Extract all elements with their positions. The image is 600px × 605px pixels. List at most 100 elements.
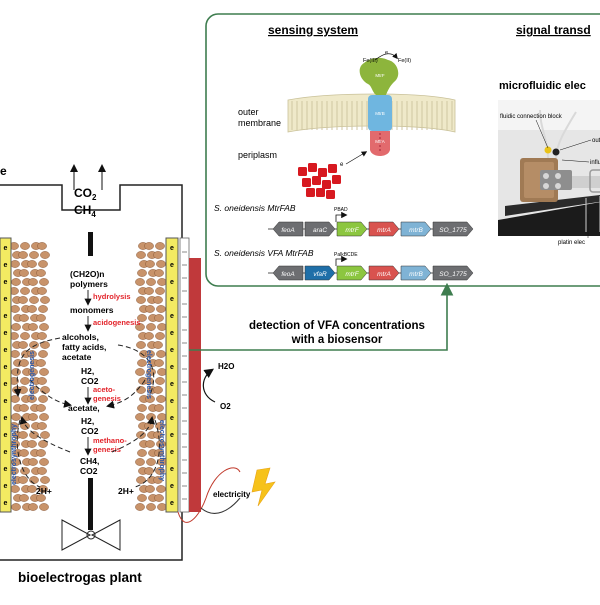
- electricity-label: electricity: [213, 490, 251, 499]
- electrode-electron-label: e: [4, 330, 8, 337]
- electrode-electron-label: e: [170, 262, 174, 269]
- sensing-title: sensing system: [268, 23, 358, 37]
- electrode-electron-label: e: [170, 347, 174, 354]
- biofilm-cell: [145, 260, 155, 268]
- biofilm-cell: [156, 485, 166, 493]
- electrode-electron-label: e: [170, 466, 174, 473]
- mtrb-label: MtrB: [375, 111, 385, 116]
- biofilm-cell: [153, 251, 163, 259]
- electrode-electron-label: e: [170, 483, 174, 490]
- biofilm-cell: [18, 386, 28, 394]
- biofilm-cell: [27, 440, 37, 448]
- fe2-label: Fe(II): [398, 58, 411, 64]
- electrode-electron-label: e: [170, 296, 174, 303]
- electrogenesis-label-left: electrogenesis: [29, 351, 36, 400]
- cytochrome-cell: [306, 188, 315, 197]
- device-title: microfluidic elec: [499, 80, 586, 92]
- biofilm-cell: [11, 368, 21, 376]
- biofilm-cell: [38, 350, 48, 358]
- biofilm-cell: [36, 449, 46, 457]
- promoter-arrow: [335, 211, 348, 222]
- electron-transfer-arrow: [345, 151, 368, 165]
- biofilm-cell: [36, 494, 46, 502]
- biofilm-cell: [155, 332, 165, 340]
- cytochrome-cell: [326, 190, 335, 199]
- biosensor-frame: [205, 13, 600, 287]
- biofilm-cell: [137, 269, 147, 277]
- biofilm-cell: [39, 503, 49, 511]
- biofilm-cell: [156, 305, 166, 313]
- biofilm-cell: [155, 377, 165, 385]
- gas-co2: CO2: [74, 186, 97, 202]
- electrode-electron-label: e: [170, 381, 174, 388]
- polymers-formula: (CH2O)n: [70, 269, 104, 279]
- biofilm-cell: [27, 305, 37, 313]
- biofilm-cell: [27, 350, 37, 358]
- biofilm-cell: [39, 368, 49, 376]
- biofilm-cell: [37, 422, 47, 430]
- biofilm-cell: [137, 404, 147, 412]
- mtr-complex: [359, 57, 399, 156]
- periplasm-electron: e: [340, 162, 344, 168]
- h2o-label: H2O: [218, 362, 234, 371]
- electrode-electron-label: e: [4, 279, 8, 286]
- fe3-label: Fe(III): [363, 58, 378, 64]
- biofilm-cell: [10, 395, 20, 403]
- gene-mtrF: [336, 221, 368, 237]
- biofilm-cell: [154, 269, 164, 277]
- electrode-electron-label: e: [170, 364, 174, 371]
- gene-araC: [304, 221, 336, 237]
- construct-1-promoter: PBAD: [334, 207, 348, 213]
- biofilm-cell: [36, 269, 46, 277]
- stirrer-shaft-top: [88, 232, 93, 256]
- mtrb-protein: [368, 95, 392, 131]
- electrode-electron-label: e: [4, 381, 8, 388]
- electrogenesis-label-right: electrogenesis: [145, 350, 152, 399]
- electrode-electron-label: e: [4, 466, 8, 473]
- biofilm-cell: [39, 323, 49, 331]
- biofilm-cell: [155, 467, 165, 475]
- polymers-label: polymers: [70, 279, 108, 289]
- periplasm-label: periplasm: [238, 150, 277, 160]
- plant-title: bioelectrogas plant: [18, 570, 142, 585]
- gene-label: mtrF: [345, 227, 359, 234]
- biofilm-cell: [38, 485, 48, 493]
- cytochrome-cell: [332, 175, 341, 184]
- biofilm-cell: [19, 449, 29, 457]
- biofilm-cell: [11, 278, 21, 286]
- biofilm-cell: [19, 494, 29, 502]
- electrode-electron-label: e: [170, 449, 174, 456]
- membrane-strip: [179, 237, 190, 513]
- biofilm-cell: [154, 314, 164, 322]
- detection-line-2: with a biosensor: [291, 334, 383, 346]
- electrosynthrophy-label-left: electrosynthrophy: [11, 424, 18, 485]
- electrode-electron-label: e: [170, 432, 174, 439]
- biofilm-cell: [156, 395, 166, 403]
- cytochrome-cell: [328, 164, 337, 173]
- cytochrome-cell: [318, 168, 327, 177]
- cytochrome-cell: [298, 167, 307, 176]
- biofilm-cell: [145, 350, 155, 358]
- biofilm-cell: [136, 476, 146, 484]
- acetogenesis-label-1: aceto-: [93, 385, 116, 394]
- biofilm-cell: [18, 341, 28, 349]
- biofilm-cell: [136, 341, 146, 349]
- stirrer-impeller: [61, 519, 121, 551]
- biofilm-cell: [20, 377, 30, 385]
- biofilm-cell: [157, 278, 167, 286]
- biofilm-cell: [40, 431, 50, 439]
- biofilm-cell: [146, 413, 156, 421]
- biofilm-cell: [144, 422, 154, 430]
- electrode-electron-label: e: [4, 347, 8, 354]
- acetate-label-1: acetate: [62, 352, 92, 362]
- biofilm-cell: [10, 350, 20, 358]
- biofilm-cell: [145, 305, 155, 313]
- biofilm-cell: [18, 251, 28, 259]
- gene-label: mtrF: [345, 271, 359, 278]
- methanogenesis-label-2: genesis: [93, 445, 121, 454]
- electrode-electron-label: e: [4, 398, 8, 405]
- biofilm-cell: [38, 395, 48, 403]
